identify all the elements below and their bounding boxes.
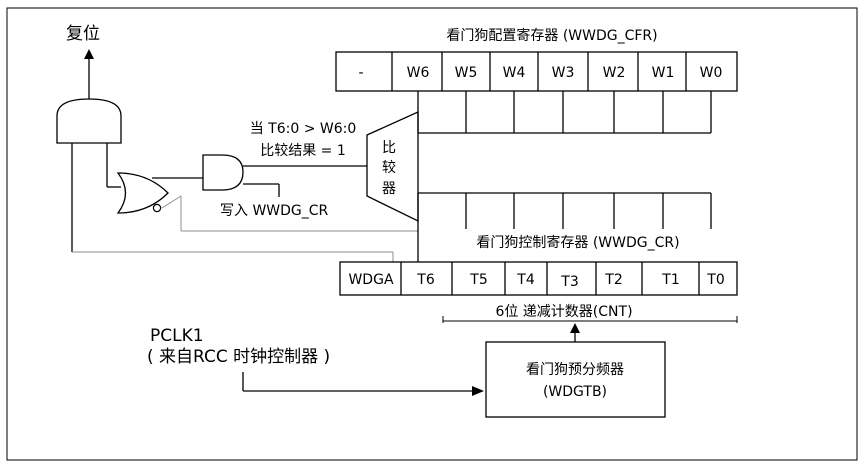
cr-cell-t2: T2 bbox=[604, 272, 622, 288]
compare-and-gate bbox=[202, 154, 244, 191]
cfr-cell-dividers bbox=[391, 52, 687, 91]
cfr-cell-unused: - bbox=[358, 65, 363, 81]
cr-cells: WDGA T6 T5 T4 T3 T2 T1 T0 bbox=[348, 272, 724, 290]
cfr-cell-w1: W1 bbox=[652, 65, 675, 81]
counter-label: 6位 递减计数器(CNT) bbox=[495, 304, 632, 320]
prescaler-block bbox=[485, 341, 666, 418]
cr-cell-t1: T1 bbox=[661, 272, 679, 288]
cfr-title: 看门狗配置寄存器 (WWDG_CFR) bbox=[446, 27, 657, 44]
cfr-cell-w5: W5 bbox=[455, 65, 478, 81]
cr-cell-wdga: WDGA bbox=[348, 272, 393, 288]
cfr-cell-w0: W0 bbox=[700, 65, 723, 81]
cfr-cell-w3: W3 bbox=[552, 65, 575, 81]
cr-cell-t4: T4 bbox=[516, 272, 535, 288]
output-and-gate bbox=[56, 98, 122, 144]
condition-line2: 比较结果 = 1 bbox=[260, 143, 346, 159]
condition-line1: 当 T6:0 > W6:0 bbox=[250, 121, 357, 137]
comparator-char-2: 较 bbox=[382, 160, 396, 176]
clock-arrow-head bbox=[472, 386, 484, 396]
reset-label: 复位 bbox=[66, 24, 100, 44]
or-gate bbox=[116, 172, 169, 214]
cfr-register bbox=[335, 51, 738, 92]
cfr-cell-w4: W4 bbox=[503, 65, 526, 81]
comparator-char-1: 比 bbox=[382, 140, 396, 156]
cr-to-comparator-bus bbox=[417, 192, 712, 262]
cfr-to-comparator-bus bbox=[417, 91, 712, 134]
cr-cell-t6: T6 bbox=[416, 272, 435, 288]
reset-arrow-head bbox=[84, 49, 94, 59]
write-cr-label: 写入 WWDG_CR bbox=[220, 203, 329, 219]
pclk-label: PCLK1 bbox=[150, 326, 204, 346]
cfr-cell-w6: W6 bbox=[407, 65, 430, 81]
or-gate-inversion-bubble bbox=[152, 203, 162, 213]
cfr-cell-w2: W2 bbox=[603, 65, 626, 81]
t6-feedback-wire-diag bbox=[161, 195, 182, 209]
prescaler-line1: 看门狗预分频器 bbox=[526, 362, 624, 378]
cr-cell-dividers bbox=[400, 262, 700, 295]
comparator-char-3: 器 bbox=[382, 181, 396, 197]
prescaler-line2: (WDGTB) bbox=[543, 384, 607, 400]
cr-cell-t3: T3 bbox=[560, 274, 578, 290]
cr-cell-t0: T0 bbox=[706, 272, 724, 288]
cr-register bbox=[339, 261, 738, 296]
cr-title: 看门狗控制寄存器 (WWDG_CR) bbox=[476, 234, 679, 251]
cr-cell-t5: T5 bbox=[469, 272, 487, 288]
diagram-frame bbox=[6, 7, 858, 461]
pclk-source-label: ( 来自RCC 时钟控制器 ) bbox=[147, 347, 330, 367]
prescaler-to-counter-arrow bbox=[570, 323, 580, 333]
cfr-cells: - W6 W5 W4 W3 W2 W1 W0 bbox=[358, 65, 722, 81]
